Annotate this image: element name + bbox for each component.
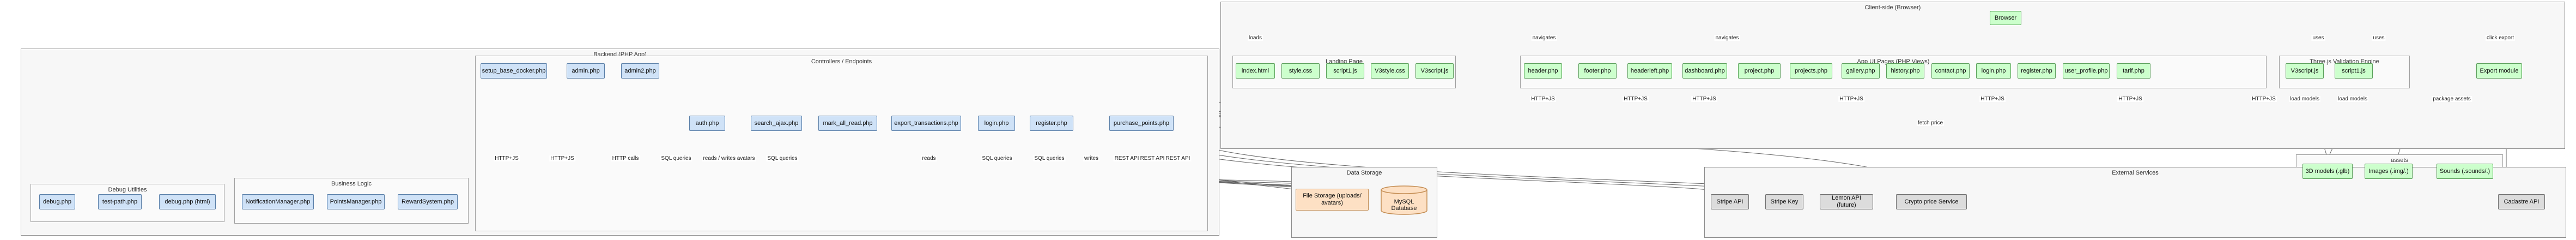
edge-label-http-4: HTTP+JS bbox=[1838, 96, 1864, 102]
node-login-php: login.php bbox=[1976, 63, 2011, 79]
node-user-profile-php: user_profile.php bbox=[2063, 63, 2110, 79]
node-images: Images (.img/.) bbox=[2365, 164, 2413, 179]
edge-label-uses-1: uses bbox=[2311, 35, 2325, 41]
node-test-path-php: test-path.php bbox=[98, 194, 142, 209]
edge-label-package-assets: package assets bbox=[2432, 96, 2472, 102]
node-stripe-key: Stripe Key bbox=[1765, 194, 1803, 209]
cluster-debug-title: Debug Utilities bbox=[108, 187, 147, 193]
node-3d-models: 3D models (.glb) bbox=[2302, 164, 2353, 179]
cluster-external-title: External Services bbox=[2112, 170, 2159, 176]
node-notification-manager: NotificationManager.php bbox=[242, 194, 314, 209]
node-footer-php: footer.php bbox=[1578, 63, 1617, 79]
node-style-css: style.css bbox=[1281, 63, 1320, 79]
edge-label-rest-3: REST API bbox=[1164, 155, 1192, 161]
node-mysql-database: MySQL Database bbox=[1381, 185, 1427, 215]
cluster-controllers: Controllers / Endpoints bbox=[475, 56, 1208, 231]
node-setup-base-docker: setup_base_docker.php bbox=[481, 63, 547, 79]
edge-label-click-export: click export bbox=[2485, 35, 2516, 41]
node-admin-php: admin.php bbox=[567, 63, 605, 79]
node-dashboard-php: dashboard.php bbox=[1682, 63, 1727, 79]
mysql-label: MySQL Database bbox=[1391, 199, 1417, 212]
edge-label-http-1: HTTP+JS bbox=[1530, 96, 1556, 102]
edge-label-load-models-1: load models bbox=[2289, 96, 2320, 102]
node-index-html: index.html bbox=[1236, 63, 1275, 79]
node-reward-system: RewardSystem.php bbox=[398, 194, 458, 209]
edge-label-http-2: HTTP+JS bbox=[1623, 96, 1649, 102]
node-cadastre-api: Cadastre API bbox=[2498, 194, 2545, 209]
node-register-php: register.php bbox=[2018, 63, 2056, 79]
edge-label-writes: writes bbox=[1083, 155, 1100, 161]
edge-label-http-5: HTTP+JS bbox=[1979, 96, 2006, 102]
node-gallery-php: gallery.php bbox=[1842, 63, 1880, 79]
node-file-storage: File Storage (uploads/ avatars) bbox=[1296, 189, 1369, 211]
node-browser: Browser bbox=[1990, 11, 2021, 25]
edge-label-uses-2: uses bbox=[2372, 35, 2386, 41]
node-export-module: Export module bbox=[2476, 63, 2522, 79]
edge-label-navigates-2: navigates bbox=[1714, 35, 1740, 41]
node-v3script-js: V3script.js bbox=[1415, 63, 1454, 79]
node-sounds: Sounds (.sounds/.) bbox=[2437, 164, 2493, 179]
cluster-controllers-title: Controllers / Endpoints bbox=[811, 58, 872, 65]
node-mark-all-read-php: mark_all_read.php bbox=[818, 116, 877, 131]
node-debug-php-html: debug.php (html) bbox=[159, 194, 216, 209]
node-script-js: script1.js bbox=[1326, 63, 1364, 79]
node-projects-php: projects.php bbox=[1790, 63, 1832, 79]
edge-label-http-7: HTTP+JS bbox=[2251, 96, 2277, 102]
node-tarif-php: tarif.php bbox=[2117, 63, 2150, 79]
edge-label-load-models-2: load models bbox=[2337, 96, 2368, 102]
edge-label-http-6: HTTP+JS bbox=[2117, 96, 2143, 102]
node-crypto-price-service: Crypto price Service bbox=[1896, 194, 1967, 209]
node-login-controller: login.php bbox=[978, 116, 1015, 131]
node-debug-php: debug.php bbox=[39, 194, 75, 209]
database-icon bbox=[1381, 185, 1427, 215]
cluster-data-title: Data Storage bbox=[1346, 170, 1382, 176]
edge-label-rest-2: REST API bbox=[1139, 155, 1166, 161]
node-points-manager: PointsManager.php bbox=[327, 194, 385, 209]
node-v3style-css: V3style.css bbox=[1371, 63, 1409, 79]
edge-label-reads-writes: reads / writes avatars bbox=[702, 155, 756, 161]
edge-label-rest-1: REST API bbox=[1113, 155, 1140, 161]
edge-label-sql-2: SQL queries bbox=[766, 155, 799, 161]
edge-label-sql-3: SQL queries bbox=[981, 155, 1013, 161]
node-search-ajax-php: search_ajax.php bbox=[751, 116, 802, 131]
node-v3script-js-2: V3script.js bbox=[2286, 63, 2324, 79]
edge-label-fetch-price: fetch price bbox=[1916, 120, 1945, 126]
edge-label-http-8: HTTP+JS bbox=[494, 155, 520, 161]
edge-label-http-calls: HTTP calls bbox=[611, 155, 640, 161]
node-history-php: history.php bbox=[1886, 63, 1924, 79]
node-export-transactions-php: export_transactions.php bbox=[891, 116, 961, 131]
node-headerleft-php: headerleft.php bbox=[1627, 63, 1672, 79]
edge-label-sql-4: SQL queries bbox=[1033, 155, 1066, 161]
cluster-assets-title: assets bbox=[2391, 157, 2408, 164]
edge-label-http-9: HTTP+JS bbox=[549, 155, 575, 161]
node-header-php: header.php bbox=[1524, 63, 1562, 79]
node-register-controller: register.php bbox=[1030, 116, 1073, 131]
node-admin2-php: admin2.php bbox=[621, 63, 659, 79]
node-script-js-2: script1.js bbox=[2335, 63, 2373, 79]
edge-label-loads: loads bbox=[1248, 35, 1263, 41]
node-stripe-api: Stripe API bbox=[1711, 194, 1749, 209]
edge-label-sql-1: SQL queries bbox=[660, 155, 692, 161]
edge-label-reads: reads bbox=[921, 155, 937, 161]
node-lemon-api: Lemon API (future) bbox=[1820, 194, 1873, 209]
cluster-business-title: Business Logic bbox=[331, 181, 372, 187]
cluster-client-title: Client-side (Browser) bbox=[1864, 4, 1921, 11]
edge-label-navigates-1: navigates bbox=[1531, 35, 1557, 41]
edge-label-http-3: HTTP+JS bbox=[1691, 96, 1717, 102]
node-project-php: project.php bbox=[1738, 63, 1781, 79]
node-purchase-points-php: purchase_points.php bbox=[1109, 116, 1174, 131]
node-auth-php: auth.php bbox=[689, 116, 725, 131]
node-contact-php: contact.php bbox=[1931, 63, 1970, 79]
